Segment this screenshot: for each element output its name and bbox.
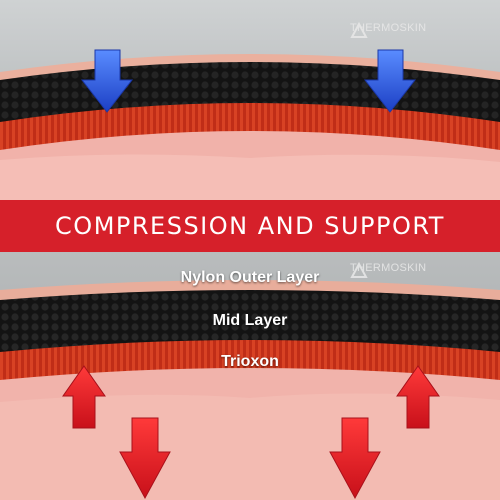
down-arrow-icon bbox=[329, 417, 381, 500]
down-arrow-icon bbox=[363, 49, 417, 113]
trioxon-layer bbox=[0, 100, 500, 150]
up-arrow-icon bbox=[62, 365, 106, 429]
trioxon-layer bbox=[0, 338, 500, 380]
support-illustration: THERMOSKIN Nylon Outer Layer Mid Layer T… bbox=[0, 252, 500, 500]
title-banner: COMPRESSION AND SUPPORT bbox=[0, 200, 500, 252]
brand-name: THERMOSKIN bbox=[350, 22, 427, 34]
thermoskin-logo-icon bbox=[350, 22, 368, 38]
banner-title: COMPRESSION AND SUPPORT bbox=[55, 212, 445, 240]
brand-name: THERMOSKIN bbox=[350, 262, 427, 274]
mid-layer-label: Mid Layer bbox=[212, 312, 288, 329]
layer-cross-section-bottom bbox=[0, 252, 500, 500]
down-arrow-icon bbox=[119, 417, 171, 500]
skin-texture bbox=[0, 393, 500, 500]
thermoskin-logo-icon bbox=[350, 262, 368, 278]
compression-illustration: THERMOSKIN bbox=[0, 0, 500, 200]
down-arrow-icon bbox=[80, 49, 134, 113]
nylon-outer-layer-label: Nylon Outer Layer bbox=[180, 269, 320, 286]
nylon-outer-layer bbox=[0, 54, 500, 80]
nylon-outer-layer bbox=[0, 280, 500, 300]
trioxon-label: Trioxon bbox=[221, 353, 279, 370]
skin-texture bbox=[0, 154, 500, 200]
thermoskin-logo: THERMOSKIN bbox=[350, 262, 427, 278]
mid-layer bbox=[0, 60, 500, 122]
layer-cross-section-top bbox=[0, 0, 500, 200]
thermoskin-logo: THERMOSKIN bbox=[350, 22, 427, 38]
mid-layer bbox=[0, 288, 500, 352]
up-arrow-icon bbox=[396, 365, 440, 429]
